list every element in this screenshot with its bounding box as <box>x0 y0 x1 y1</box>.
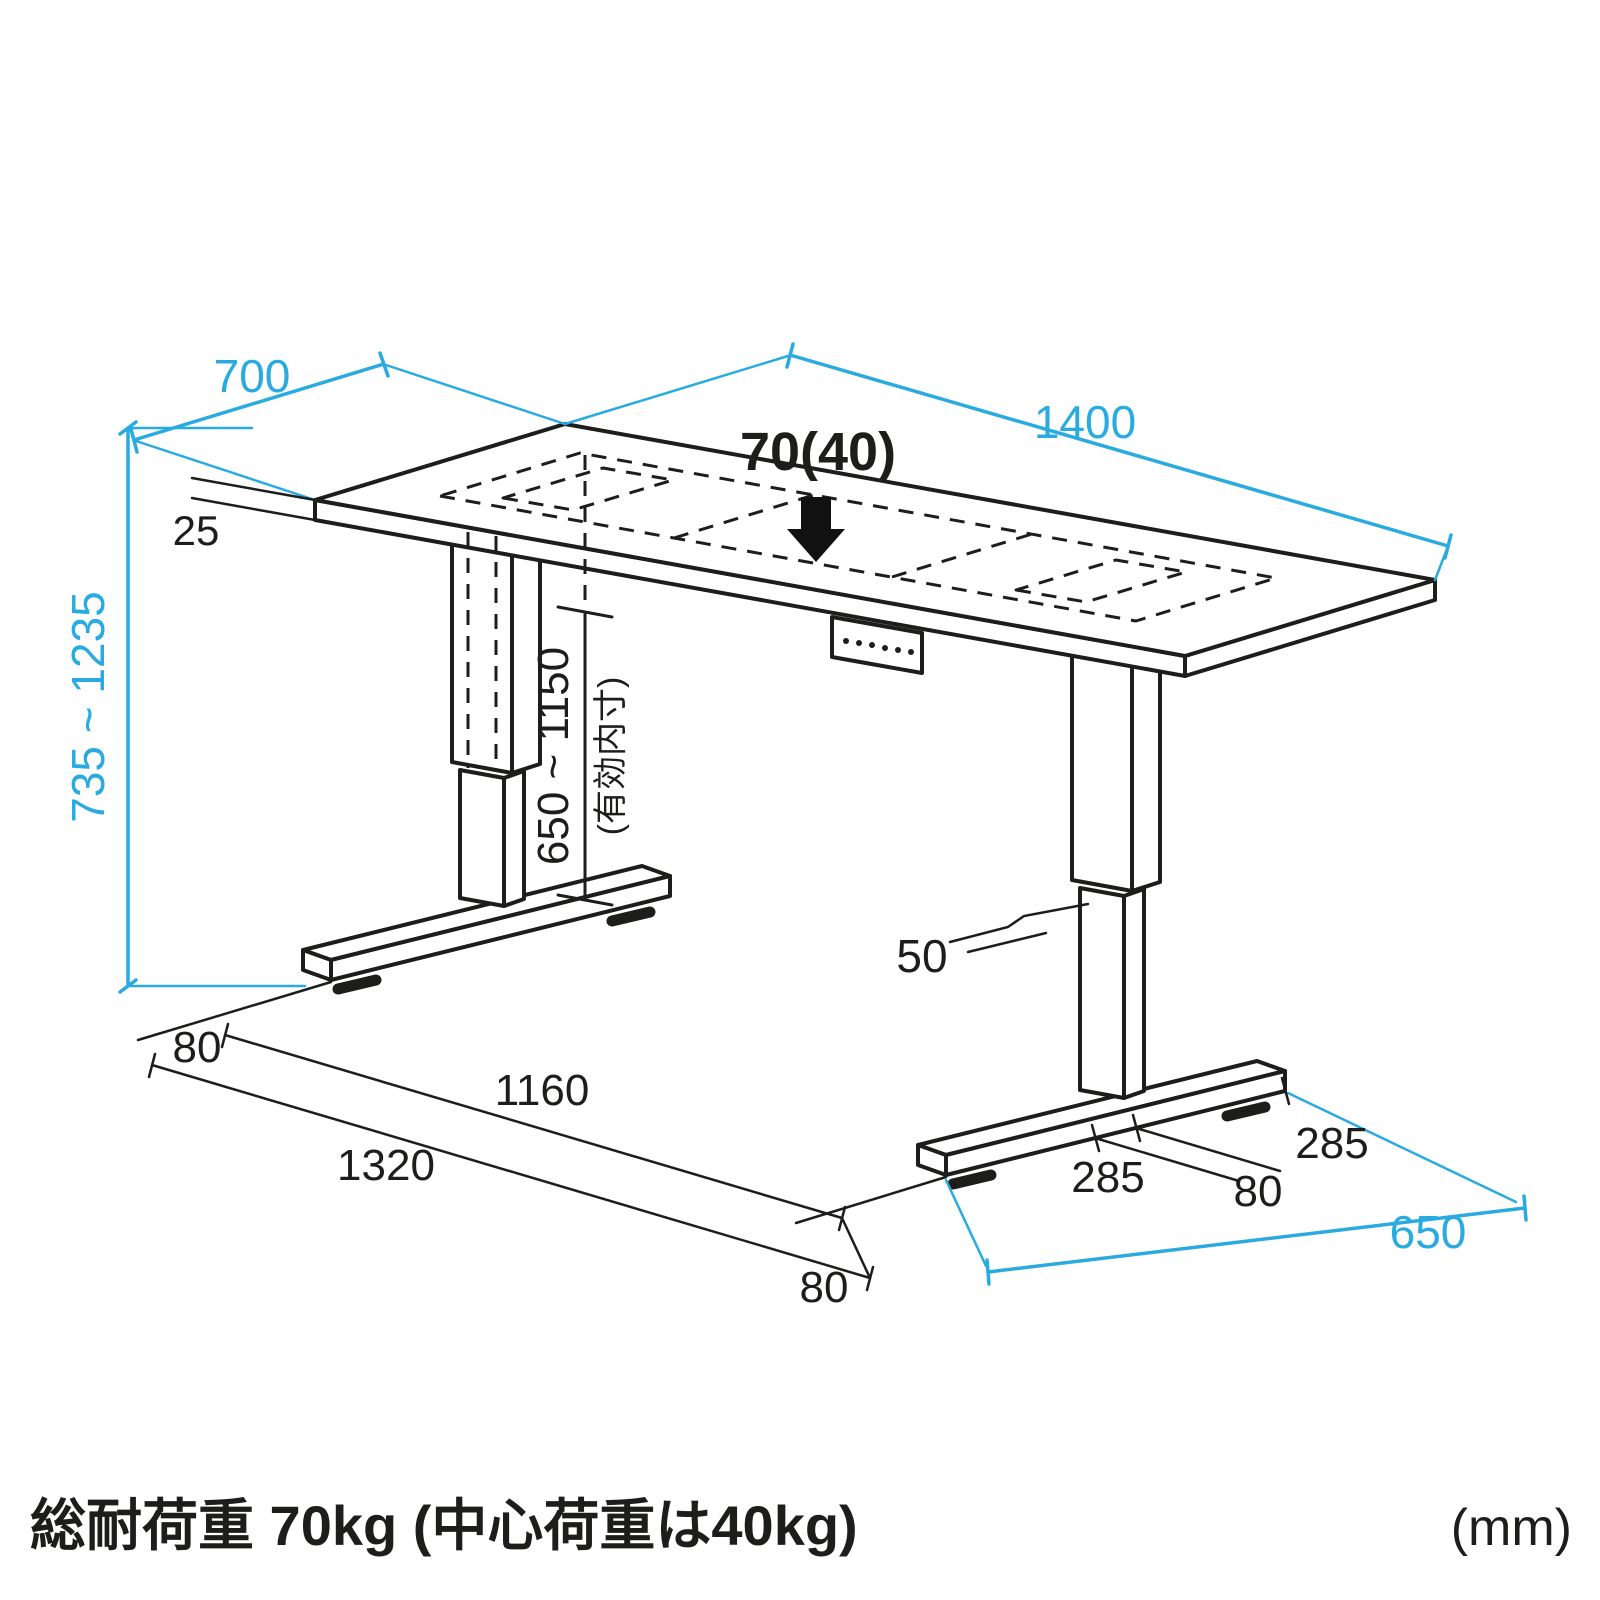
dim-285-back-label: 285 <box>1295 1119 1368 1168</box>
footer: 総耐荷重 70kg (中心荷重は40kg) (mm) <box>30 1494 1572 1557</box>
dim-inner-height: 650 ~ 1150 (有効内寸) <box>529 605 630 907</box>
dim-1320-label: 1320 <box>337 1141 435 1190</box>
dim-height-ext <box>126 426 307 988</box>
down-arrow-icon <box>787 497 845 562</box>
dim-width-line <box>785 342 1453 560</box>
right-foot-back-pad <box>1221 1101 1271 1122</box>
dim-80-right-label: 80 <box>1234 1167 1283 1216</box>
dim-depth-label: 700 <box>214 350 291 402</box>
dim-depth-ext <box>134 363 567 502</box>
left-foot <box>301 864 672 995</box>
frame-outline-dashed <box>438 451 1278 623</box>
right-leg-lower-side <box>1122 887 1146 1100</box>
floor-dimensions: 80 1160 1320 80 285 80 285 <box>136 980 1369 1312</box>
dim-inner-height-label: 650 ~ 1150 <box>529 647 578 865</box>
dim-foot-length-label: 650 <box>1390 1206 1467 1258</box>
dim-1160-line <box>220 1022 847 1232</box>
dim-80-bottom-label: 80 <box>800 1263 849 1312</box>
right-foot-front-pad <box>947 1169 997 1190</box>
dim-thickness-label: 25 <box>173 507 220 554</box>
hidden-frame <box>438 451 1278 772</box>
right-leg-lower <box>1078 886 1126 1100</box>
load-annotation: 70(40) <box>740 422 896 562</box>
dim-top-thickness-25: 25 <box>173 476 317 554</box>
height-controller <box>830 615 924 675</box>
left-foot-end <box>301 948 333 982</box>
unit-label: (mm) <box>1451 1499 1572 1557</box>
dim-80-left-label: 80 <box>173 1023 222 1072</box>
left-leg-lower <box>458 768 506 908</box>
dim-80-bottom-conn <box>840 1216 872 1280</box>
dim-foot-length-line <box>985 1194 1528 1286</box>
dim-thickness-ext <box>190 476 317 522</box>
dim-column-leader <box>948 902 1090 954</box>
dim-depth-700: 700 <box>129 350 567 502</box>
right-foot <box>916 1059 1287 1190</box>
load-note: 総耐荷重 70kg (中心荷重は40kg) <box>30 1494 858 1557</box>
right-leg <box>1070 638 1162 1100</box>
dim-285-front-label: 285 <box>1071 1153 1144 1202</box>
right-leg-upper <box>1070 638 1134 893</box>
dim-column-width-label: 50 <box>896 930 947 982</box>
foot-segment-exts <box>1090 1076 1291 1183</box>
dim-inner-height-note: (有効内寸) <box>592 677 630 836</box>
load-label: 70(40) <box>740 422 896 482</box>
right-leg-upper-side <box>1130 640 1162 893</box>
right-foot-end <box>916 1143 948 1177</box>
dim-foot-length-650: 650 <box>944 1091 1528 1286</box>
dim-width-1400: 1400 <box>563 342 1453 582</box>
controller-body <box>830 615 924 675</box>
dim-inner-height-line <box>556 605 614 907</box>
left-leg-lower-side <box>502 769 526 908</box>
controller-buttons <box>843 638 914 655</box>
dim-column-width-50: 50 <box>896 902 1090 982</box>
left-leg-hidden-dashed <box>466 532 498 772</box>
dim-height-range: 735 ~ 1235 <box>62 420 307 994</box>
left-foot-back-pad <box>606 906 656 927</box>
dim-width-label: 1400 <box>1034 396 1136 448</box>
dim-height-line <box>118 420 138 994</box>
floor-ext-right <box>794 1175 948 1225</box>
dim-foot-length-ext <box>944 1091 1518 1268</box>
dim-1160-label: 1160 <box>495 1066 590 1115</box>
floor-ext-left <box>136 980 333 1042</box>
left-foot-front-pad <box>332 974 382 995</box>
dim-height-label: 735 ~ 1235 <box>62 591 114 823</box>
